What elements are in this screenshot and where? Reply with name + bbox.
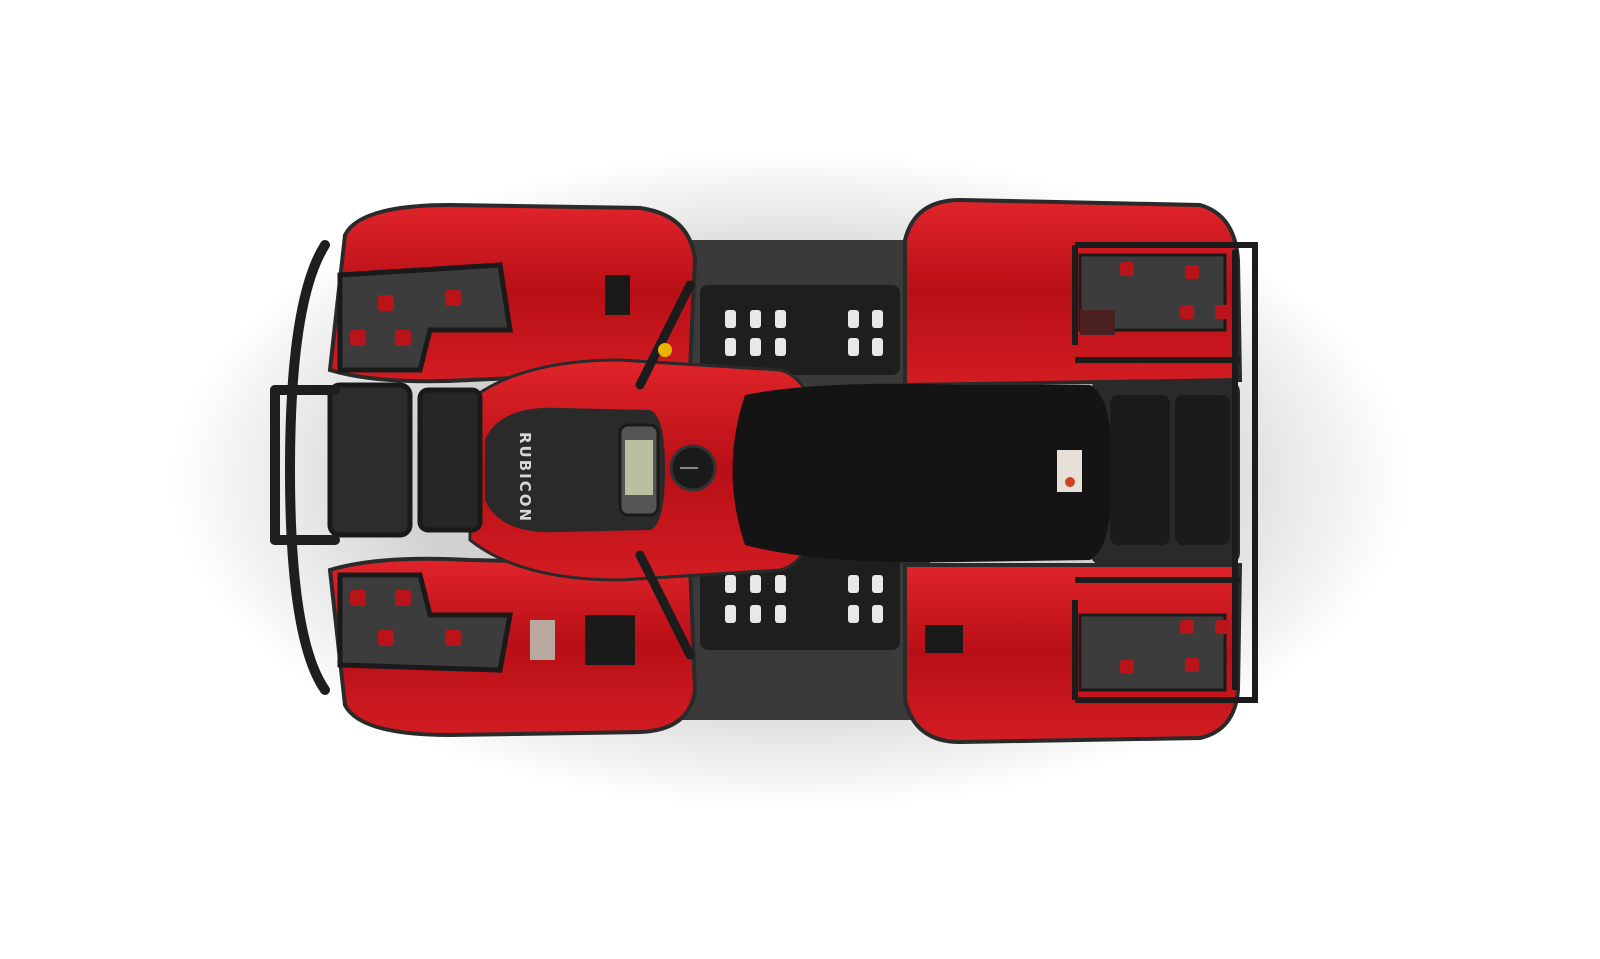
throttle-icon <box>658 343 672 357</box>
warning-label <box>585 615 635 665</box>
front-rack <box>327 262 513 673</box>
handlebar <box>635 280 695 660</box>
warning-label <box>1080 310 1115 335</box>
rubicon-logo: RUBICON <box>516 432 534 523</box>
warning-label <box>605 275 630 315</box>
rear-rack <box>1072 242 1258 703</box>
front-bumper <box>270 240 340 695</box>
warning-label <box>925 625 963 653</box>
seat <box>732 383 1111 563</box>
warning-label <box>530 620 555 660</box>
